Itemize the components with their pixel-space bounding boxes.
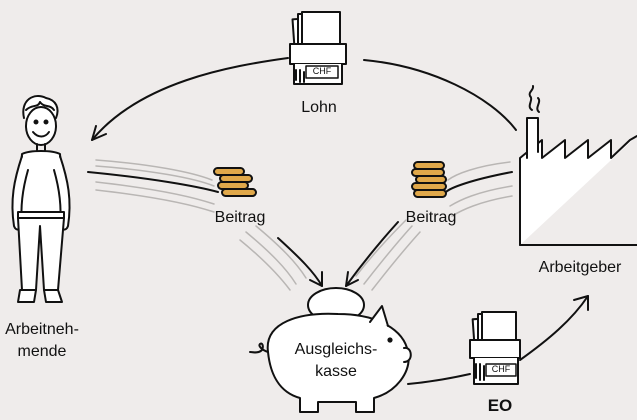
label-beitrag-right: Beitrag bbox=[405, 209, 457, 226]
label-beitrag-left: Beitrag bbox=[214, 209, 266, 226]
arrow-eo-to-factory bbox=[519, 295, 589, 361]
coin-stack-icon-right bbox=[411, 161, 447, 198]
label-chf-eo: CHF bbox=[491, 364, 511, 374]
label-ausgleichskasse-line1: Ausgleichs- bbox=[294, 341, 378, 358]
label-eo: EO bbox=[487, 396, 513, 415]
label-arbeitnehmende-line2: mende bbox=[17, 343, 67, 360]
label-ausgleichskasse-line2: kasse bbox=[315, 363, 357, 380]
label-arbeitgeber: Arbeitgeber bbox=[538, 259, 622, 276]
arrow-factory-to-lohn bbox=[363, 59, 517, 131]
coin-stack-icon-left bbox=[213, 167, 257, 197]
label-lohn: Lohn bbox=[301, 99, 337, 116]
label-chf-lohn: CHF bbox=[312, 66, 332, 76]
person-icon bbox=[11, 95, 71, 303]
money-stack-icon-lohn bbox=[289, 11, 347, 85]
arrow-beitrag-left bbox=[87, 159, 323, 291]
arrow-piggy-to-eo bbox=[407, 373, 471, 385]
factory-icon bbox=[519, 85, 637, 246]
piggy-bank-icon bbox=[249, 287, 412, 413]
arrow-beitrag-right bbox=[345, 161, 513, 291]
arrow-lohn-to-person bbox=[91, 57, 289, 141]
money-stack-icon-eo bbox=[469, 311, 521, 385]
label-arbeitnehmende-line1: Arbeitneh- bbox=[5, 321, 79, 338]
